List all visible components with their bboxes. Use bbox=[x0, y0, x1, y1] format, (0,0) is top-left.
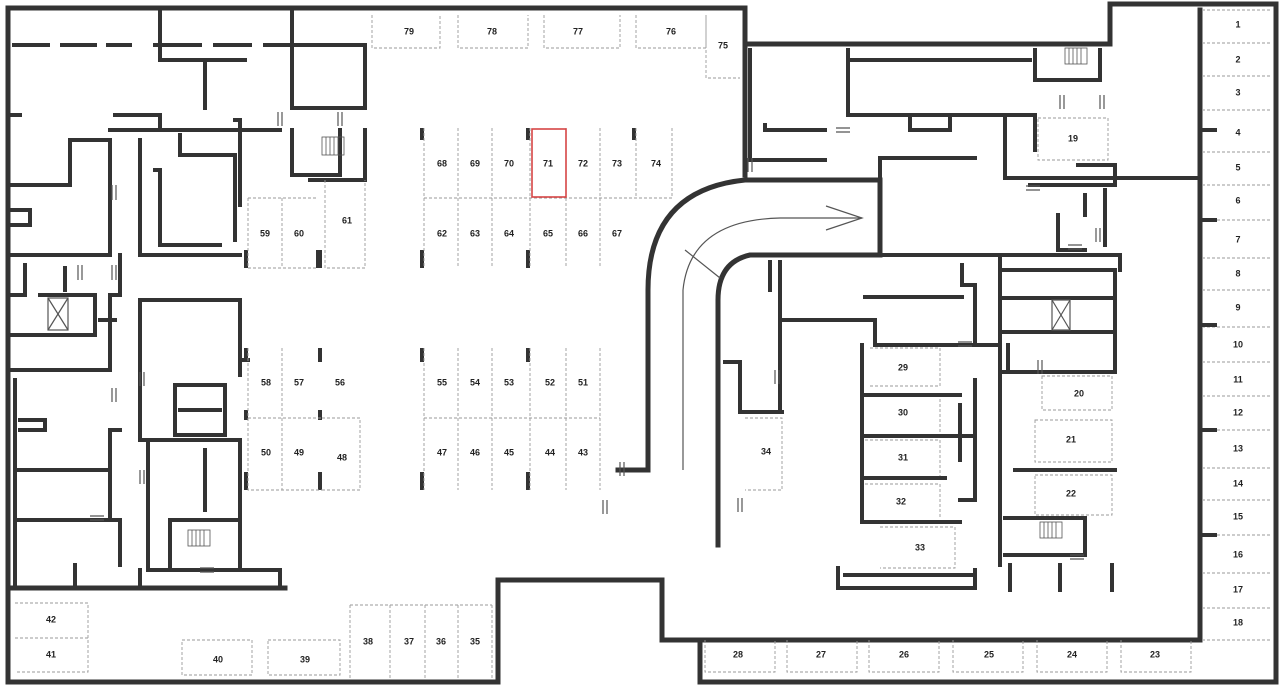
spot-label-31[interactable]: 31 bbox=[898, 452, 908, 462]
spot-label-22[interactable]: 22 bbox=[1066, 488, 1076, 498]
spot-label-78[interactable]: 78 bbox=[487, 26, 497, 36]
spot-label-58[interactable]: 58 bbox=[261, 377, 271, 387]
spot-label-71[interactable]: 71 bbox=[543, 158, 553, 168]
spot-label-37[interactable]: 37 bbox=[404, 636, 414, 646]
spot-label-66[interactable]: 66 bbox=[578, 228, 588, 238]
spot-label-29[interactable]: 29 bbox=[898, 362, 908, 372]
spot-label-49[interactable]: 49 bbox=[294, 447, 304, 457]
spot-label-17[interactable]: 17 bbox=[1233, 584, 1243, 594]
spot-label-2[interactable]: 2 bbox=[1235, 54, 1240, 64]
left-rooms bbox=[6, 6, 367, 590]
spot-label-7[interactable]: 7 bbox=[1235, 234, 1240, 244]
spot-label-60[interactable]: 60 bbox=[294, 228, 304, 238]
spot-label-50[interactable]: 50 bbox=[261, 447, 271, 457]
spot-label-42[interactable]: 42 bbox=[46, 614, 56, 624]
ramp-arrow-icon bbox=[825, 205, 864, 231]
spot-label-32[interactable]: 32 bbox=[896, 496, 906, 506]
spot-label-41[interactable]: 41 bbox=[46, 649, 56, 659]
spot-label-45[interactable]: 45 bbox=[504, 447, 514, 457]
spot-label-77[interactable]: 77 bbox=[573, 26, 583, 36]
spot-label-34[interactable]: 34 bbox=[761, 446, 771, 456]
spot-label-26[interactable]: 26 bbox=[899, 649, 909, 659]
spot-label-70[interactable]: 70 bbox=[504, 158, 514, 168]
spot-label-15[interactable]: 15 bbox=[1233, 511, 1243, 521]
spot-label-75[interactable]: 75 bbox=[718, 40, 728, 50]
spot-label-36[interactable]: 36 bbox=[436, 636, 446, 646]
spot-label-4[interactable]: 4 bbox=[1235, 127, 1240, 137]
spot-label-65[interactable]: 65 bbox=[543, 228, 553, 238]
spot-label-19[interactable]: 19 bbox=[1068, 133, 1078, 143]
spot-label-59[interactable]: 59 bbox=[260, 228, 270, 238]
spot-label-35[interactable]: 35 bbox=[470, 636, 480, 646]
staircase-icon bbox=[1039, 521, 1063, 539]
spot-label-72[interactable]: 72 bbox=[578, 158, 588, 168]
spot-label-38[interactable]: 38 bbox=[363, 636, 373, 646]
spot-label-30[interactable]: 30 bbox=[898, 407, 908, 417]
staircase-icon bbox=[1064, 47, 1088, 65]
spot-label-53[interactable]: 53 bbox=[504, 377, 514, 387]
spot-outlines bbox=[15, 9, 1272, 678]
spot-label-13[interactable]: 13 bbox=[1233, 443, 1243, 453]
spot-label-57[interactable]: 57 bbox=[294, 377, 304, 387]
spot-label-47[interactable]: 47 bbox=[437, 447, 447, 457]
door-icon bbox=[77, 95, 1105, 573]
spot-label-52[interactable]: 52 bbox=[545, 377, 555, 387]
spot-label-23[interactable]: 23 bbox=[1150, 649, 1160, 659]
spot-label-44[interactable]: 44 bbox=[545, 447, 555, 457]
spot-label-63[interactable]: 63 bbox=[470, 228, 480, 238]
spot-label-61[interactable]: 61 bbox=[342, 215, 352, 225]
spot-label-43[interactable]: 43 bbox=[578, 447, 588, 457]
spot-label-27[interactable]: 27 bbox=[816, 649, 826, 659]
spot-label-79[interactable]: 79 bbox=[404, 26, 414, 36]
parking-columns bbox=[244, 128, 636, 490]
spot-label-3[interactable]: 3 bbox=[1235, 87, 1240, 97]
spot-label-39[interactable]: 39 bbox=[300, 654, 310, 664]
spot-label-1[interactable]: 1 bbox=[1235, 19, 1240, 29]
spot-label-21[interactable]: 21 bbox=[1066, 434, 1076, 444]
selected-spot-highlight[interactable] bbox=[531, 128, 567, 198]
spot-label-18[interactable]: 18 bbox=[1233, 617, 1243, 627]
spot-label-55[interactable]: 55 bbox=[437, 377, 447, 387]
spot-label-5[interactable]: 5 bbox=[1235, 162, 1240, 172]
staircase-icon bbox=[187, 529, 211, 547]
spot-label-56[interactable]: 56 bbox=[335, 377, 345, 387]
spot-label-73[interactable]: 73 bbox=[612, 158, 622, 168]
ramp bbox=[615, 177, 883, 548]
spot-label-10[interactable]: 10 bbox=[1233, 339, 1243, 349]
spot-label-76[interactable]: 76 bbox=[666, 26, 676, 36]
spot-label-69[interactable]: 69 bbox=[470, 158, 480, 168]
spot-label-68[interactable]: 68 bbox=[437, 158, 447, 168]
spot-label-16[interactable]: 16 bbox=[1233, 549, 1243, 559]
elevator-icon bbox=[47, 297, 69, 331]
spot-label-62[interactable]: 62 bbox=[437, 228, 447, 238]
spot-label-74[interactable]: 74 bbox=[651, 158, 661, 168]
spot-label-67[interactable]: 67 bbox=[612, 228, 622, 238]
spot-label-33[interactable]: 33 bbox=[915, 542, 925, 552]
right-rooms bbox=[723, 48, 1217, 592]
spot-label-51[interactable]: 51 bbox=[578, 377, 588, 387]
spot-label-12[interactable]: 12 bbox=[1233, 407, 1243, 417]
spot-label-9[interactable]: 9 bbox=[1235, 302, 1240, 312]
spot-label-48[interactable]: 48 bbox=[337, 452, 347, 462]
spot-label-54[interactable]: 54 bbox=[470, 377, 480, 387]
staircase-icon bbox=[321, 136, 345, 156]
spot-label-64[interactable]: 64 bbox=[504, 228, 514, 238]
spot-label-8[interactable]: 8 bbox=[1235, 268, 1240, 278]
spot-labels: 1 2 3 4 5 6 7 8 9 10 11 12 13 14 15 16 1… bbox=[46, 19, 1243, 664]
spot-label-24[interactable]: 24 bbox=[1067, 649, 1077, 659]
spot-label-6[interactable]: 6 bbox=[1235, 195, 1240, 205]
elevator-icon bbox=[1051, 299, 1071, 331]
spot-label-28[interactable]: 28 bbox=[733, 649, 743, 659]
spot-label-25[interactable]: 25 bbox=[984, 649, 994, 659]
outer-walls bbox=[5, 1, 1279, 685]
spot-label-40[interactable]: 40 bbox=[213, 654, 223, 664]
spot-label-20[interactable]: 20 bbox=[1074, 388, 1084, 398]
spot-label-11[interactable]: 11 bbox=[1233, 374, 1243, 384]
spot-label-46[interactable]: 46 bbox=[470, 447, 480, 457]
spot-label-14[interactable]: 14 bbox=[1233, 478, 1243, 488]
